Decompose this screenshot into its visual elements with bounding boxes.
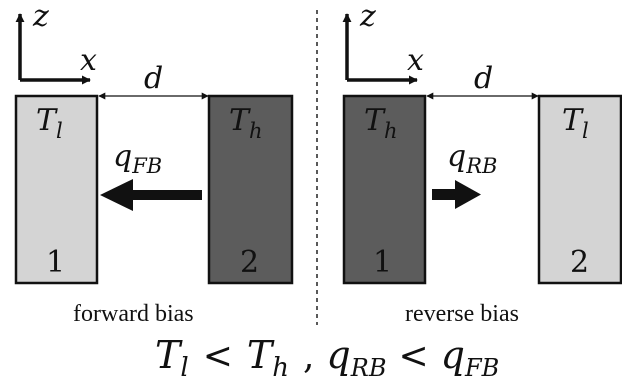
axis-z-label: z (359, 0, 376, 34)
axes-right: z x (342, 0, 424, 85)
relation-formula: Tl<Th,qRB<qFB (155, 333, 499, 381)
caption-forward-bias: forward bias (73, 301, 194, 327)
axis-x-label: x (80, 43, 97, 78)
plate-2-number: 2 (240, 245, 259, 280)
panel-reverse-bias: d Th 1 Tl 2 qRB reverse bias (342, 61, 622, 327)
plate-2-hot (207, 94, 294, 285)
plate-2-temperature: Tl (562, 103, 589, 143)
axis-x-label: x (407, 43, 424, 78)
gap-label: d (474, 61, 493, 96)
heat-flux-label: qFB (113, 139, 162, 178)
plate-1-temperature: Tl (36, 103, 63, 143)
heat-flux-label: qRB (447, 139, 497, 178)
plate-2-number: 2 (570, 245, 589, 280)
plate-1-number: 1 (46, 245, 65, 280)
plate-2-temperature: Th (229, 103, 263, 143)
plate-1-hot (342, 94, 427, 285)
panel-forward-bias: d Tl 1 Th 2 qFB forward bias (14, 61, 294, 327)
gap-label: d (144, 61, 163, 96)
caption-reverse-bias: reverse bias (405, 301, 519, 327)
plate-1-number: 1 (373, 245, 392, 280)
plate-1-cold (14, 94, 99, 285)
heat-flux-arrow-right-icon (432, 180, 481, 209)
axis-z-label: z (32, 0, 49, 34)
plate-2-cold (537, 94, 622, 285)
axes-left: z x (15, 0, 97, 85)
heat-flux-arrow-left-icon (100, 179, 202, 211)
plate-1-temperature: Th (364, 103, 398, 143)
